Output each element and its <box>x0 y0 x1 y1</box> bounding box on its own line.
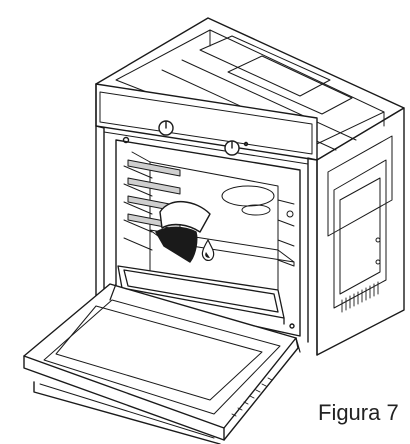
oven-door <box>23 283 301 444</box>
water-drop <box>201 239 215 261</box>
water-vessel <box>155 200 211 263</box>
control-knob-right <box>224 140 240 156</box>
side-vent <box>341 281 379 313</box>
control-knob-left <box>158 120 174 136</box>
indicator-light <box>122 136 130 144</box>
figure-caption: Figura 7 <box>318 400 399 425</box>
oven-body <box>95 17 405 356</box>
baking-tray <box>117 265 285 325</box>
indicator-light-2 <box>243 141 249 147</box>
